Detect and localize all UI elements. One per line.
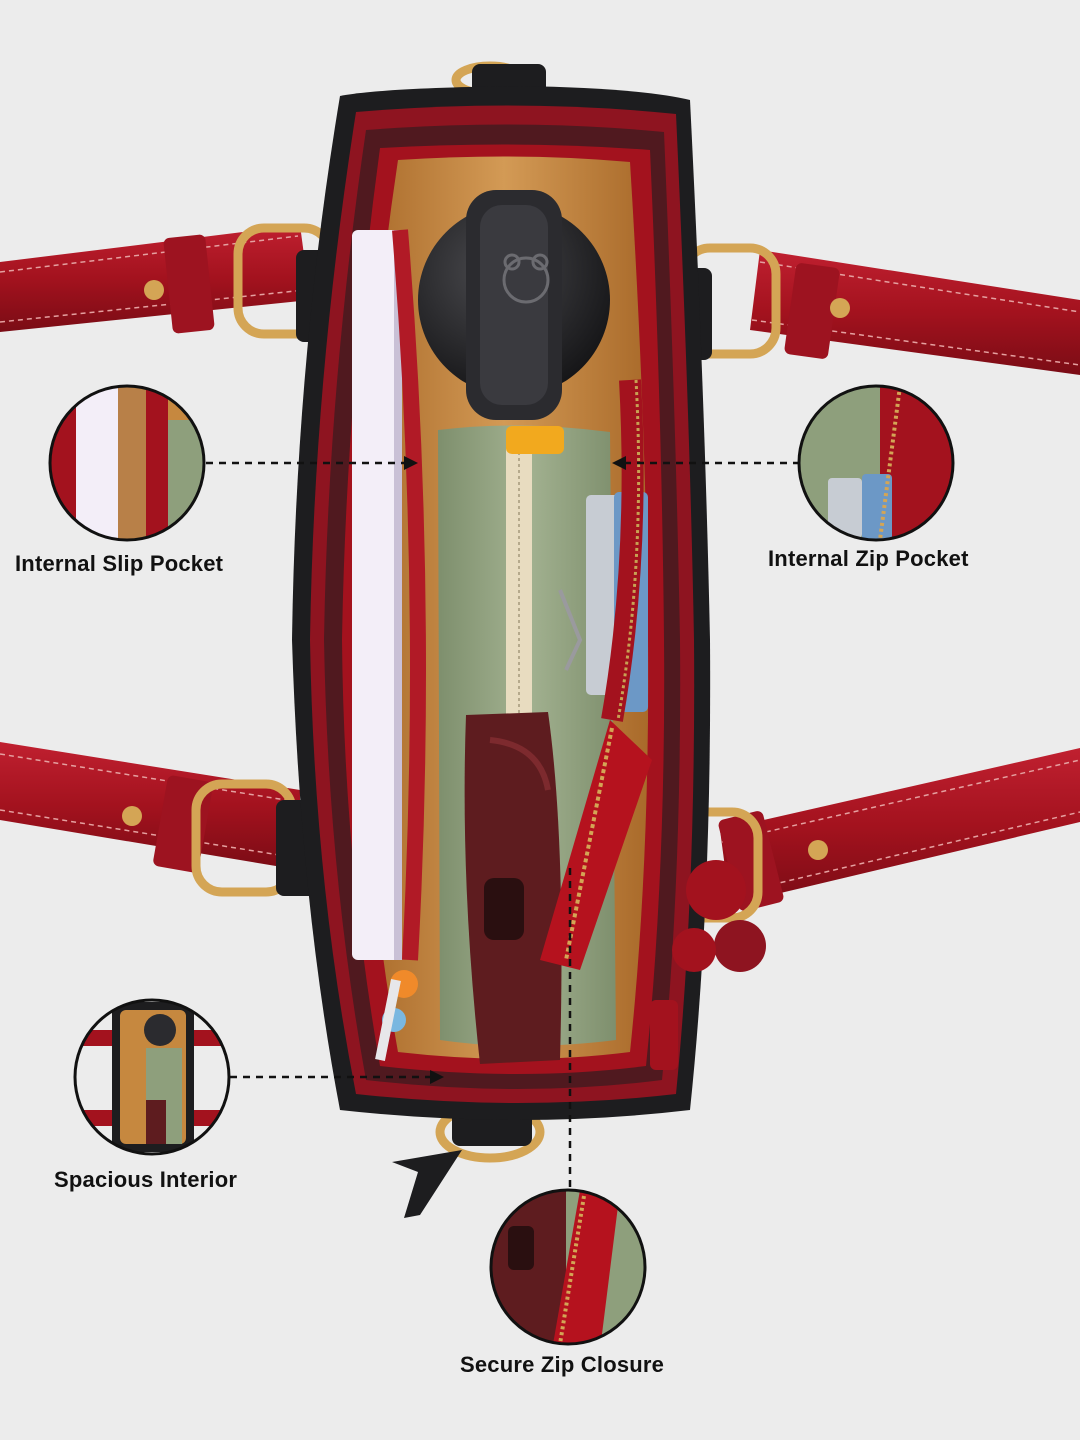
notebook bbox=[352, 230, 402, 960]
zip-pocket-label: Internal Zip Pocket bbox=[768, 546, 969, 571]
bottom-tag bbox=[392, 1150, 462, 1218]
knot-charm bbox=[650, 860, 766, 1070]
callout-arrowheads bbox=[404, 456, 626, 1084]
slip-pocket-label: Internal Slip Pocket bbox=[15, 551, 224, 576]
glasses-case bbox=[464, 712, 562, 1064]
left-top-strap bbox=[0, 225, 310, 334]
detail-circle-spacious-interior bbox=[73, 998, 231, 1156]
callout-lines bbox=[206, 461, 800, 1188]
zip-pocket-cards bbox=[558, 379, 648, 722]
slip-pocket-edge bbox=[392, 229, 426, 961]
right-top-strap bbox=[750, 250, 1080, 375]
spacious-interior-label: Spacious Interior bbox=[54, 1167, 238, 1192]
detail-circle-slip-pocket bbox=[48, 384, 206, 542]
right-bottom-strap bbox=[718, 748, 1080, 911]
zip-closure-flap bbox=[540, 720, 652, 970]
pen bbox=[375, 970, 418, 1061]
secure-zip-closure-label: Secure Zip Closure bbox=[460, 1352, 665, 1377]
left-bottom-strap bbox=[0, 742, 300, 873]
detail-circle-secure-zip bbox=[489, 1188, 647, 1346]
detail-circle-zip-pocket bbox=[797, 384, 955, 542]
water-bottle bbox=[418, 190, 610, 454]
